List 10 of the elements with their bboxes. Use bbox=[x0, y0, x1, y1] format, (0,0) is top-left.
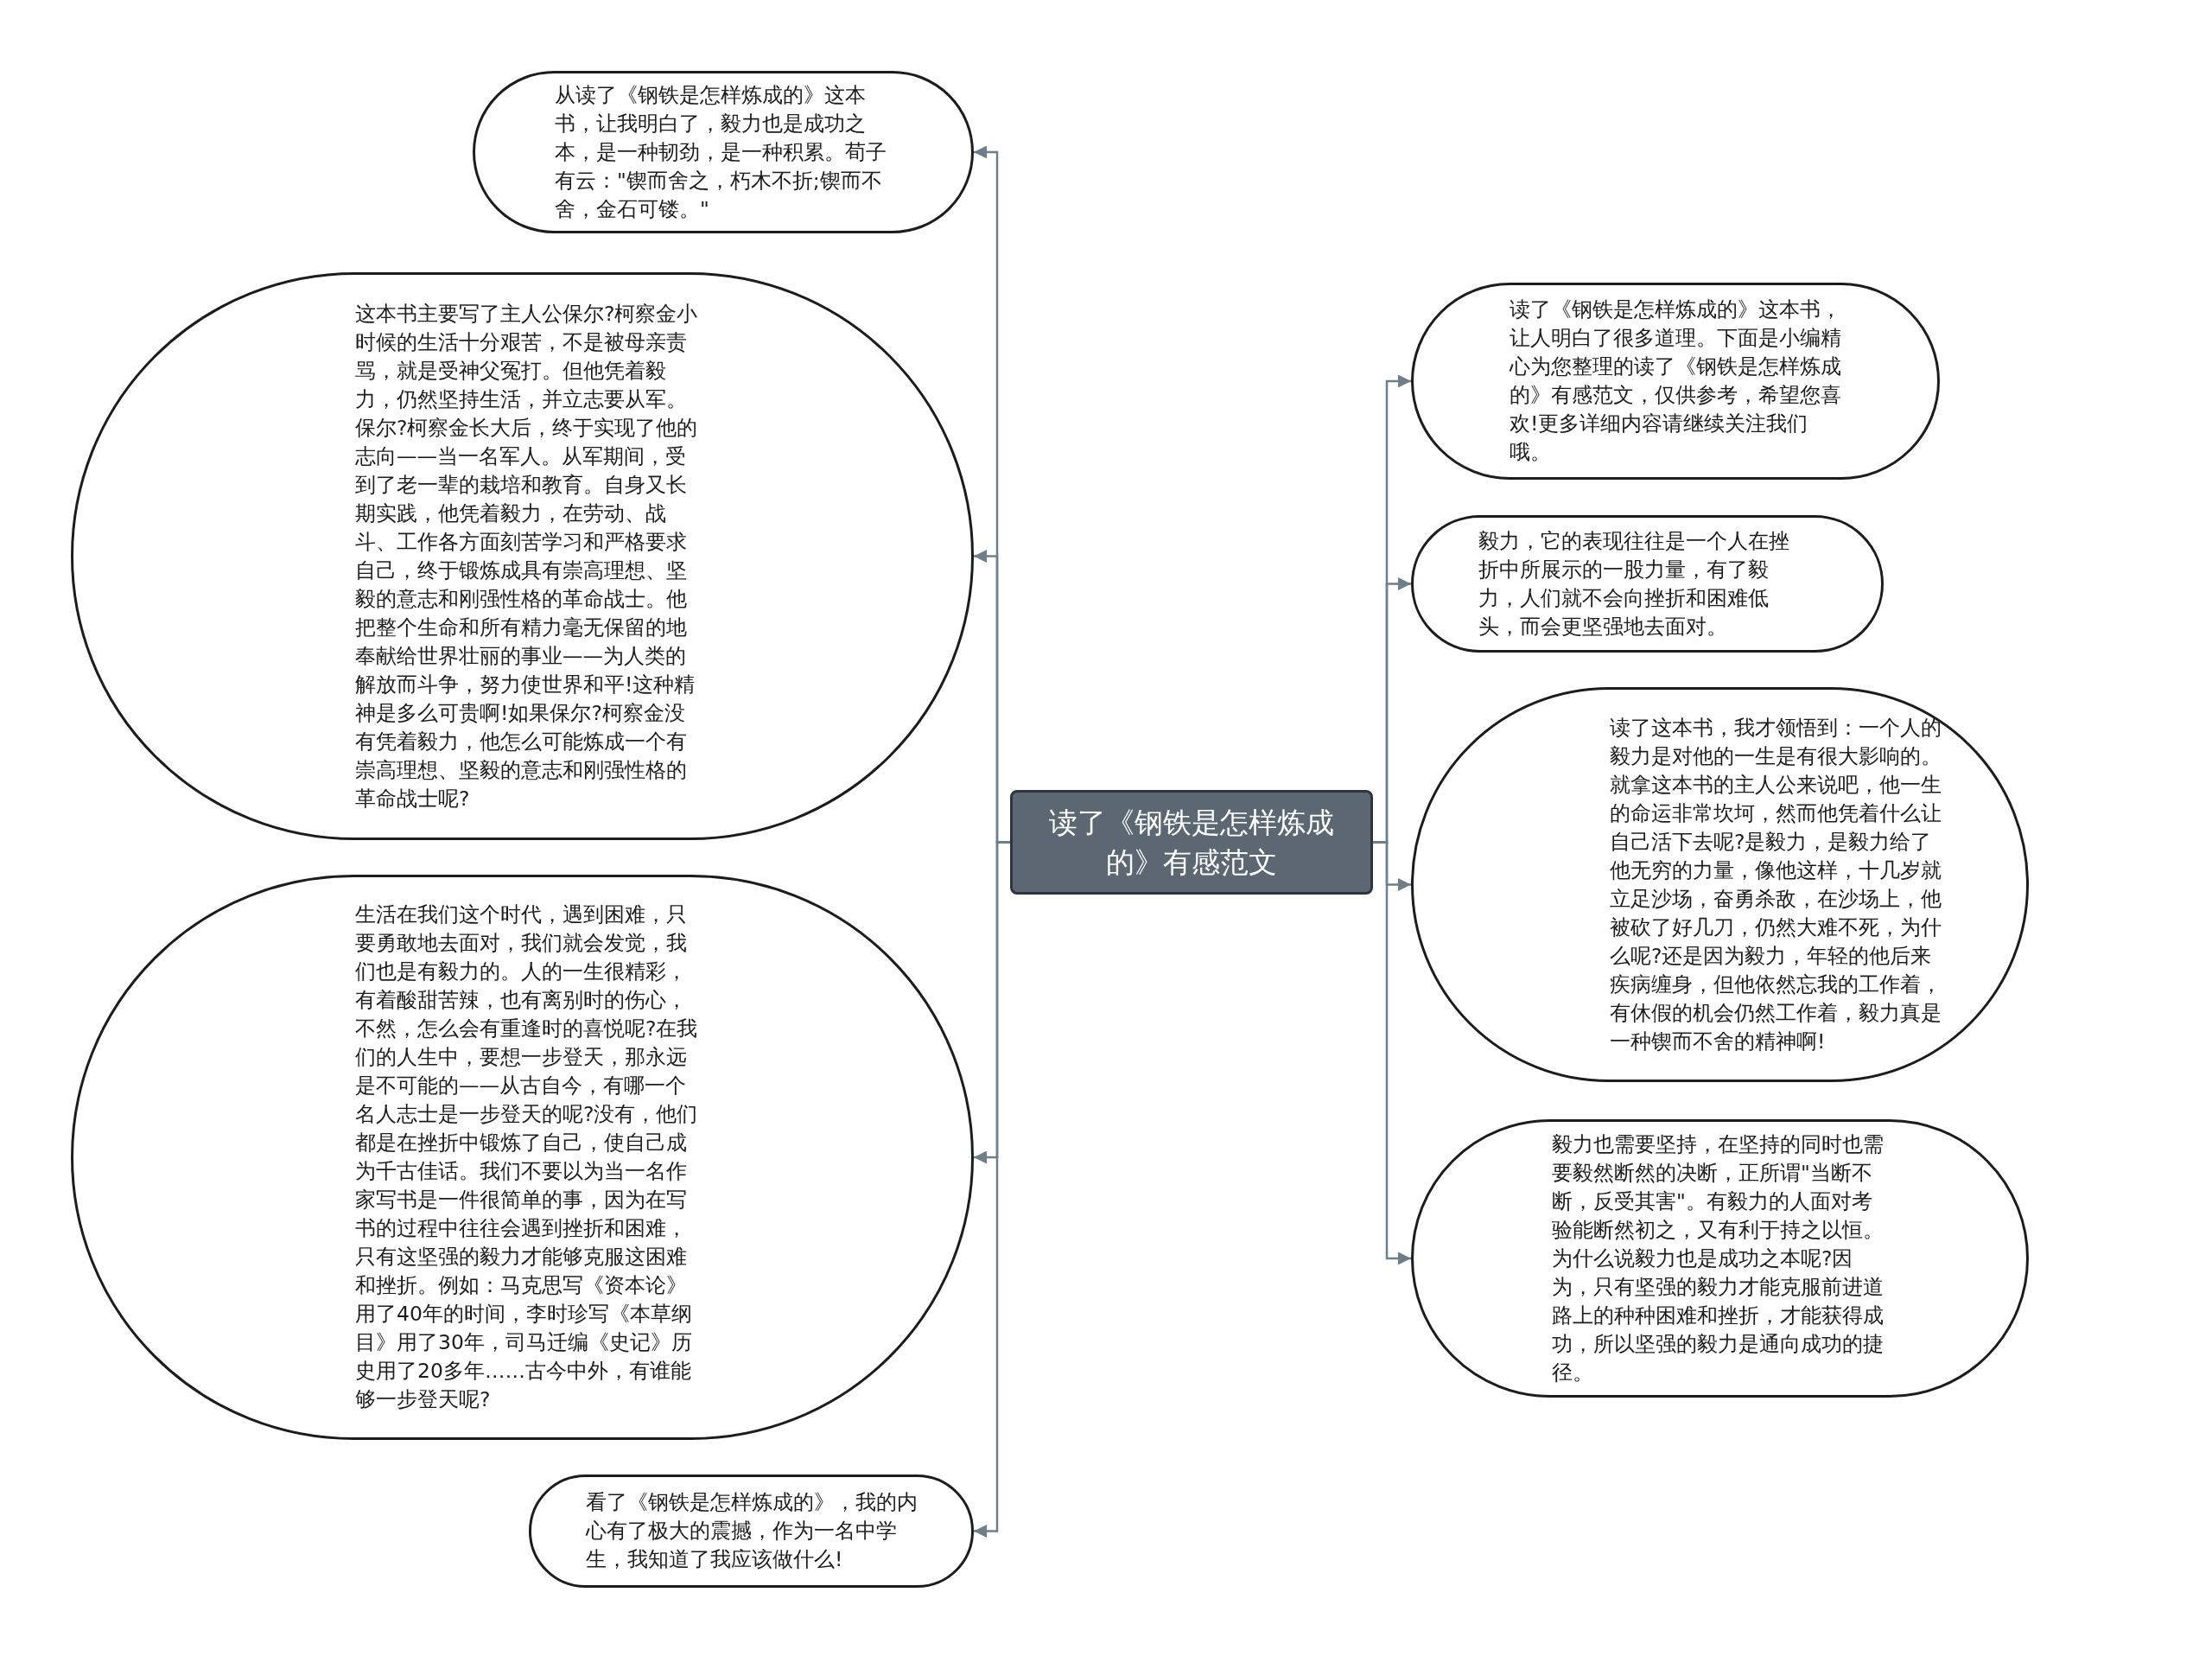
topic-text: 毅力也需要坚持，在坚持的同时也需要毅然断然的决断，正所谓"当断不断，反受其害"。有毅力的人面对考验能断然初之，又有利于持之以恒。为什么说毅力也是成功之本呢?因为，只有坚强的毅力才能克服前进道路上的种种困难和挫折，才能获得成功，所以坚强的毅力是通向成功的捷径。 bbox=[1552, 1131, 1885, 1386]
topic-text: 读了这本书，我才领悟到：一个人的毅力是对他的一生是有很大影响的。就拿这本书的主人公来说吧，他一生的命运非常坎坷，然而他凭着什么让自己活下去呢?是毅力，是毅力给了他无穷的力量，像他这样，十几岁就立足沙场，奋勇杀敌，在沙场上，他被砍了好几刀，仍然大难不死，为什么呢?还是因为毅力，年轻的他后来疾病缠身，但他依然忘我的工作着，有休假的机会仍然工作着，毅力真是一种锲而不舍的精神啊! bbox=[1610, 714, 1942, 1055]
topic-text: 看了《钢铁是怎样炼成的》，我的内心有了极大的震撼，作为一名中学生，我知道了我应该做什么! bbox=[586, 1489, 918, 1573]
topic-text: 读了《钢铁是怎样炼成的》这本书，让人明白了很多道理。下面是小编精心为您整理的读了《钢铁是怎样炼成的》有感范文，仅供参考，希望您喜欢!更多详细内容请继续关注我们哦。 bbox=[1510, 296, 1842, 466]
central-topic bbox=[1010, 790, 1373, 895]
topic-text: 生活在我们这个时代，遇到困难，只要勇敢地去面对，我们就会发觉，我们也是有毅力的。人的一生很精彩，有着酸甜苦辣，也有离别时的伤心，不然，怎么会有重逢时的喜悦呢?在我们的人生中，要想一步登天，那永远是不可能的——从古自今，有哪一个名人志士是一步登天的呢?没有，他们都是在挫折中锻炼了自己，使自己成为千古佳话。我们不要以为当一名作家写书是一件很简单的事，因为在写书的过程中往往会遇到挫折和困难，只有这坚强的毅力才能够克服这困难和挫折。例如：马克思写《资本论》用了40年的时间，李时珍写《本草纲目》用了30年，司马迁编《史记》历史用了20多年……古今中外，有谁能够一步登天呢? bbox=[355, 901, 699, 1413]
topic-text: 毅力，它的表现往往是一个人在挫折中所展示的一股力量，有了毅力，人们就不会向挫折和困难低头，而会更坚强地去面对。 bbox=[1478, 527, 1790, 640]
topic-title: 读了《钢铁是怎样炼成的》有感范文 bbox=[1048, 804, 1335, 881]
topic-text: 从读了《钢铁是怎样炼成的》这本书，让我明白了，毅力也是成功之本，是一种韧劲，是一种积累。荀子有云："锲而舍之，朽木不折;锲而不舍，金石可镂。" bbox=[555, 81, 887, 223]
topic-text: 这本书主要写了主人公保尔?柯察金小时候的生活十分艰苦，不是被母亲责骂，就是受神父冤打。但他凭着毅力，仍然坚持生活，并立志要从军。保尔?柯察金长大后，终于实现了他的志向——当一名军人。从军期间，受到了老一辈的栽培和教育。自身又长期实践，他凭着毅力，在劳动、战斗、工作各方面刻苦学习和严格要求自己，终于锻炼成具有崇高理想、坚毅的意志和刚强性格的革命战士。他把整个生命和所有精力毫无保留的地奉献给世界壮丽的事业——为人类的解放而斗争，努力使世界和平!这种精神是多么可贵啊!如果保尔?柯察金没有凭着毅力，他怎么可能炼成一个有崇高理想、坚毅的意志和刚强性格的革命战士呢? bbox=[355, 300, 699, 812]
